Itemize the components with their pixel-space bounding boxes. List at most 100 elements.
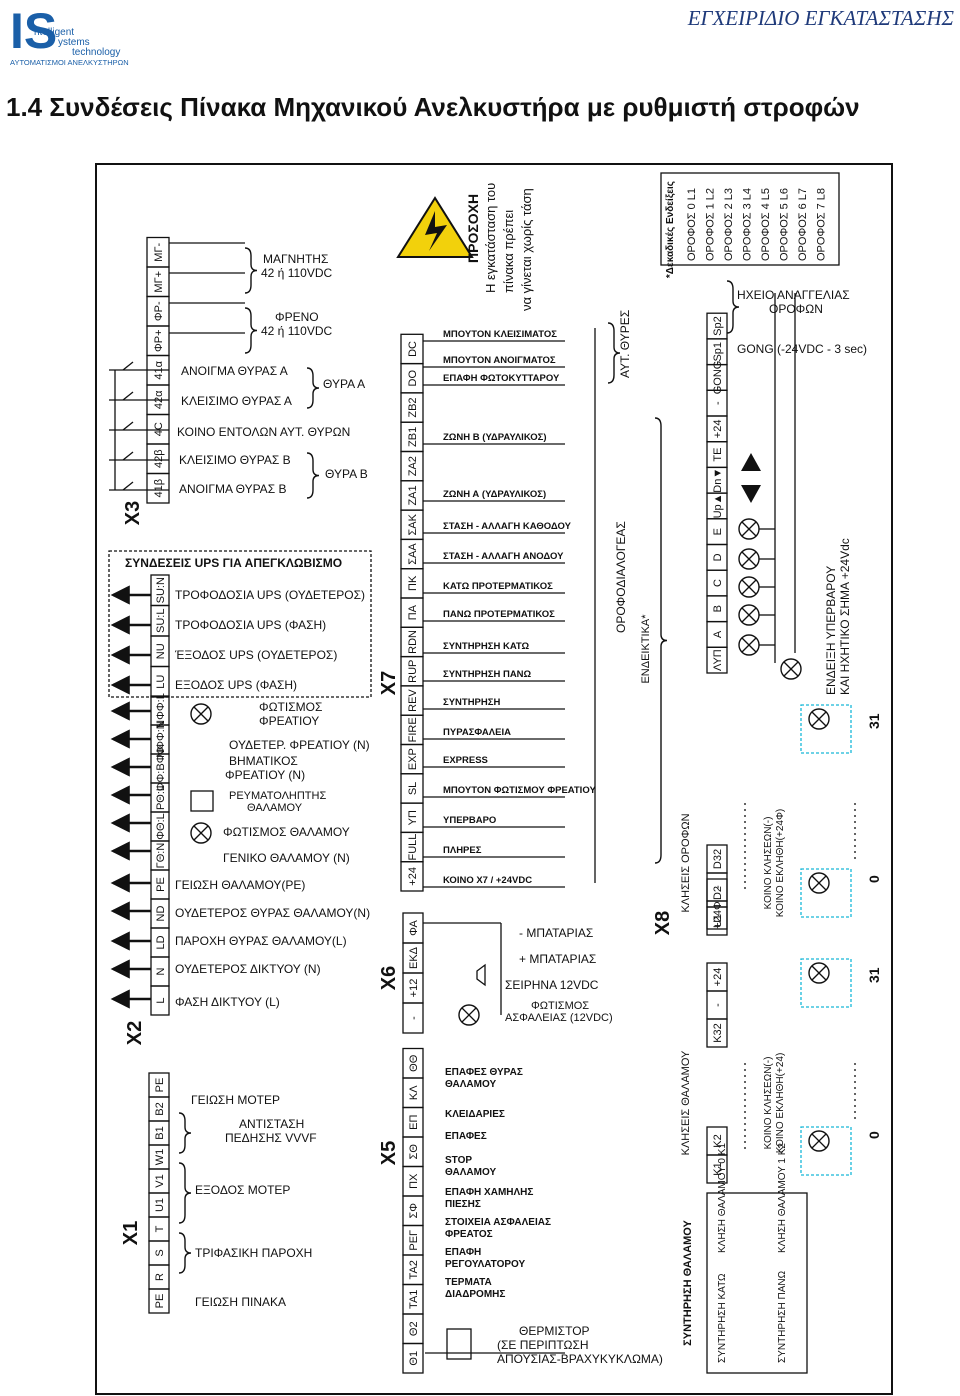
x8-top-terminal-label: - [712,401,724,405]
call-lamp-icon [808,962,830,984]
x7-text: ΕΠΑΦΗ ΦΩΤΟΚΥΤΤΑΡΟΥ [443,373,560,384]
ups-terminal-label: SU:L [155,609,167,633]
x8-top-terminal-label: +24 [712,420,724,439]
x8-top-terminal-label: C [712,579,724,587]
thermistor-icon [446,1328,472,1360]
x3-terminal-label: ΦΡ- [153,301,165,321]
x7-text: ΣΥΝΤΗΡΗΣΗ ΚΑΤΩ [443,641,530,652]
x7-terminal-label: ΥΠ [407,810,419,825]
x6-text: ΑΣΦΑΛΕΙΑΣ (12VDC) [505,1012,613,1024]
x5-text: ΡΕΓΟΥΛΑΤΟΡΟΥ [445,1259,526,1270]
x3-terminal-label: ΜΓ+ [153,271,165,293]
x1-brace [178,1112,192,1154]
x3-text: ΘΥΡΑ Α [323,377,365,391]
maintenance-box [706,1192,808,1374]
logo-line2: ystems [58,37,90,48]
x7-text: ΟΡΟΦΟΔΙΑΛΟΓΕΑΣ [614,521,628,633]
x2-text: ΦΩΤΙΣΜΟΣ ΘΑΛΑΜΟΥ [223,825,350,839]
x7-terminal-label: +24 [407,867,419,886]
x2-text: ΓΕΝΙΚΟ ΘΑΛΑΜΟΥ (N) [223,851,350,865]
x1-brace [178,1162,192,1224]
call-button-frame [800,1126,852,1176]
x7-terminal-label: ZA2 [407,456,419,476]
x7-text: ΠΑΝΩ ΠΡΟΤΕΡΜΑΤΙΚΟΣ [443,609,555,620]
x7-terminal-label: ΠΚ [407,575,419,591]
ups-title: ΣΥΝΔΕΣΕΙΣ UPS ΓΙΑ ΑΠΕΓΚΛΩΒΙΣΜΟ [125,556,342,570]
x2-text: ΘΑΛΑΜΟΥ [247,802,303,814]
x6-terminal-label: ΦΑ [408,919,420,935]
call-button-frame [800,704,852,754]
warning-text: Η εγκατάσταση του [483,183,498,293]
x5-text: ΘΑΛΑΜΟΥ [445,1079,496,1090]
x8-calls-floor-terminal: D2 [712,886,724,900]
lamp-cross [193,825,209,841]
diagram-border [95,163,893,1395]
x7-terminal-label: EXP [407,748,419,770]
x6-text: - ΜΠΑΤΑΡΙΑΣ [519,926,593,940]
maintenance-text: ΚΛΗΣΗ ΘΑΛΑΜΟΥ 0 K1 [717,1143,728,1253]
x8-top-terminal-label: Sp2 [712,316,724,336]
x8-top-terminal-label: Dn▼ [712,468,724,493]
x3-brace-brake [244,307,258,354]
x2-text: ΦΑΣΗ ΔΙΚΤΥΟΥ (L) [175,995,280,1009]
x7-terminal-label: REV [407,689,419,712]
call-lamp-icon [808,872,830,894]
x6-text: ΣΕΙΡΗΝΑ 12VDC [505,978,599,992]
x7-brace [654,417,668,864]
x3-terminal-label: 4C [153,422,165,436]
ups-terminal-label: NU [155,643,167,659]
x7-terminal-label: RUP [407,660,419,683]
x7-terminal-label: RDN [407,630,419,654]
x2-terminal-label: ΝΦΦ:L [155,693,167,728]
x5-text: ΚΛΕΙΔΑΡΙΕΣ [445,1109,505,1120]
x3-text: ΚΛΕΙΣΙΜΟ ΘΥΡΑΣ Β [179,453,291,467]
logo-tagline: ΑΥΤΟΜΑΤΙΣΜΟΙ ΑΝΕΛΚΥΣΤΗΡΩΝ [10,58,129,67]
x8-brace [726,280,740,334]
floor-indication-text: ΟΡΟΦΟΣ 0 L1 [686,188,698,261]
x5-text: ΘΕΡΜΙΣΤΟΡ [519,1324,590,1338]
x8-top-terminal-label: ΛΥΠ [712,649,724,671]
x8-calls-car-terminal: K1 [712,1162,724,1175]
x2-terminal-label: ND [155,906,167,922]
lightning-icon [425,211,447,251]
section-title: 1.4 Συνδέσεις Πίνακα Μηχανικού Ανελκυστή… [6,92,860,122]
call-button-frame [800,868,852,918]
x7-terminal-label: ΣΑΚ [407,513,419,535]
x6-terminal-label: +12 [408,979,420,998]
x2-terminal-label: LD [155,935,167,949]
x8-calls-car-terminal: +24 [712,968,724,987]
floor-indication-text: ΟΡΟΦΟΣ 6 L7 [797,188,809,261]
overload-lamp-icon [780,658,802,680]
x2-terminal-label: ΦΘ:L [155,813,167,840]
x3-switch [122,481,134,491]
call-lamp-icon [808,1130,830,1152]
x7-text: ΖΩΝΗ Α (ΥΔΡΑΥΛΙΚΟΣ) [443,489,546,500]
lamp-cross [461,1007,477,1023]
floor-header: *Δεκαδικές Ενδείξεις [665,181,676,278]
x5-terminal-label: ΤΑ2 [408,1260,420,1279]
x8-label: X8 [652,911,674,935]
x5-terminal-label: Θ1 [408,1351,420,1366]
x8-text: ΚΑΙ ΗΧΗΤΙΚΟ ΣΗΜΑ +24Vdc [838,538,852,695]
floor-indication-text: ΟΡΟΦΟΣ 3 L4 [742,188,754,261]
x8-top-cell [706,312,728,340]
lamp-cross [193,706,209,722]
x2-terminal-label: ΝΦΦ:N [155,721,167,758]
logo-line3: technology [72,47,120,58]
x3-switch [122,361,134,371]
x5-text: ΕΠΑΦΕΣ [445,1131,487,1142]
x8-cell [706,1154,728,1184]
x3-text: ΑΝΟΙΓΜΑ ΘΥΡΑΣ Β [179,482,286,496]
x3-brace-a [306,367,320,409]
x2-text: ΦΡΕΑΤΙΟΥ (N) [225,768,305,782]
x1-text: ΠΕΔΗΣΗΣ VVVF [225,1131,317,1145]
x7-text: EXPRESS [443,755,488,766]
x7-terminal-label: DC [407,341,419,357]
lamp-cross [783,661,799,677]
maintenance-text: ΚΛΗΣΗ ΘΑΛΑΜΟΥ 1 K2 [777,1143,788,1253]
x5-label: X5 [378,1141,400,1165]
x3-text: 42 ή 110VDC [261,266,332,280]
x3-text: ΦΡΕΝΟ [275,310,319,324]
logo-mark: IS [10,3,57,59]
x7-text: ΜΠΟΥΤΟΝ ΚΛΕΙΣΙΜΑΤΟΣ [443,329,557,340]
